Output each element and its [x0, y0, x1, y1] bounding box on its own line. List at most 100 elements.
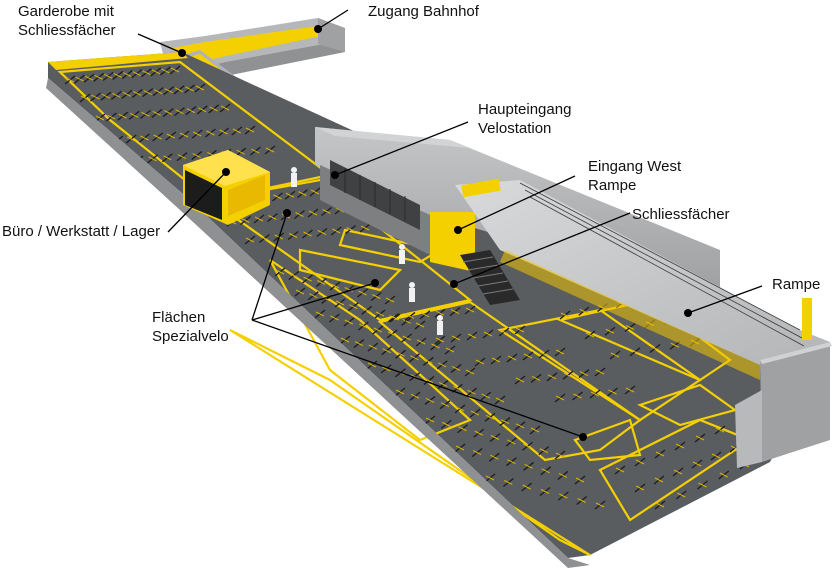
bike-wheel [522, 484, 531, 490]
bike-wheel [547, 374, 557, 380]
bike-wheel [507, 439, 516, 445]
bike-wheel [101, 93, 111, 99]
bike-wheel [650, 346, 660, 351]
bike-wheel [152, 111, 162, 116]
label-flaechen-line1: Flächen [152, 309, 206, 326]
bike-wheel [344, 319, 354, 325]
bike-wheel [472, 450, 482, 456]
bike-wheel [310, 189, 320, 195]
bike-wheel [555, 395, 565, 401]
end-wall [735, 342, 832, 468]
bike-wheel [635, 485, 645, 491]
bike-wheel [164, 88, 173, 94]
bike-wheel [467, 389, 476, 395]
bike-wheel [396, 351, 405, 357]
bike-wheel [470, 410, 480, 416]
bike-wheel [358, 290, 367, 296]
ramp [455, 178, 830, 380]
label-zugang-bahnhof: Zugang Bahnhof [368, 3, 479, 20]
bike-wheel [260, 236, 269, 241]
bike-wheel [677, 492, 686, 498]
bike-wheel [382, 348, 391, 354]
bike-wheel [442, 421, 451, 427]
bike-wheel [474, 430, 483, 436]
label-eingang-west: Eingang West Rampe [588, 157, 681, 195]
bike-wheel [415, 322, 425, 328]
bike-wheel [655, 451, 665, 457]
bike-wheel [495, 397, 505, 403]
bike-wheel [219, 129, 228, 135]
bike-wheel [91, 94, 100, 100]
bike-wheel [198, 107, 207, 113]
bike-wheel [654, 477, 664, 483]
bike-wheel [499, 329, 509, 335]
bike-wheel [95, 115, 105, 121]
bike-wheel [340, 337, 350, 343]
bike-wheel [675, 443, 685, 449]
label-haupteingang-line2: Velostation [478, 120, 552, 137]
bike-wheel [236, 149, 245, 155]
bike-wheel [332, 228, 341, 234]
label-eingang-west-line2: Rampe [588, 177, 637, 194]
bike-wheel [438, 381, 448, 387]
bike-wheel [241, 218, 250, 223]
bike-wheel [298, 191, 307, 197]
bike-wheel [80, 95, 90, 101]
label-garderobe: Garderobe mit Schliessfächer [18, 2, 116, 40]
bike-wheel [153, 89, 163, 95]
bike-wheel [555, 349, 565, 355]
bike-wheel [153, 134, 162, 140]
bike-wheel [585, 332, 595, 338]
bike-wheel [163, 110, 173, 115]
bike-wheel [126, 136, 136, 142]
bike-wheel [129, 112, 139, 118]
bike-wheel [530, 427, 540, 433]
bike-wheel [362, 307, 371, 313]
label-flaechen-line2: Spezialvelo [152, 328, 229, 345]
bike-wheel [142, 70, 151, 76]
label-garderobe-line2: Schliessfächer [18, 22, 116, 39]
bike-wheel [123, 72, 132, 77]
bike-wheel [458, 426, 467, 432]
people-figures [291, 167, 443, 335]
bike-wheel [483, 331, 493, 337]
bike-wheel [450, 309, 460, 315]
bike-wheel [373, 327, 383, 333]
bike-wheel [330, 315, 339, 321]
bike-wheel [192, 153, 201, 159]
bike-wheel [490, 435, 500, 440]
bike-wheel [330, 283, 340, 289]
bike-wheel [390, 315, 400, 321]
bike-wheel [112, 92, 121, 98]
label-garderobe-line1: Garderobe mit [18, 3, 114, 20]
bike-wheel [175, 109, 184, 115]
bike-wheel [179, 132, 189, 138]
bike-wheel [608, 389, 617, 395]
callout-leaders [137, 9, 763, 438]
bike-wheel [455, 445, 465, 451]
bike-wheel [425, 417, 435, 423]
bike-wheel [265, 147, 275, 153]
bike-wheel [295, 212, 304, 217]
bike-wheel [309, 293, 318, 299]
bike-wheel [381, 366, 391, 372]
bike-wheel [453, 385, 462, 391]
bike-wheel [673, 469, 683, 475]
bike-wheel [303, 276, 312, 282]
bike-wheel [698, 482, 707, 488]
bike-wheel [170, 67, 180, 73]
bike-wheel [485, 475, 495, 481]
bike-wheel [375, 311, 385, 317]
bike-wheel [573, 393, 582, 399]
bike-wheel [317, 280, 326, 285]
bike-wheel [481, 393, 491, 399]
bike-wheel [122, 91, 132, 97]
bike-wheel [209, 106, 218, 112]
bike-wheel [141, 111, 150, 117]
bike-wheel [435, 337, 445, 343]
bike-wheel [161, 68, 170, 74]
bike-wheel [268, 215, 277, 220]
bike-wheel [65, 77, 75, 83]
bike-wheel [515, 377, 525, 383]
